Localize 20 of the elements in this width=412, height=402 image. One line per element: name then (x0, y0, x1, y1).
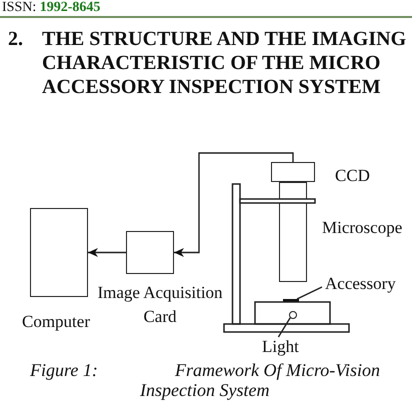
section-number: 2. (8, 27, 23, 51)
leader-line (296, 286, 322, 300)
issn-header-text: ISSN: 1992-8645 (2, 0, 100, 16)
accessory-part (283, 299, 299, 302)
connector-arrow (88, 248, 126, 257)
figure-caption: Framework Of Micro-Vision Inspection System (140, 360, 381, 400)
connector-arrow (174, 152, 294, 257)
component-label: Image Acquisition Card (96, 282, 224, 328)
computer-box (30, 208, 88, 297)
figure-number: Figure 1: (30, 360, 98, 380)
ccd-camera-box (271, 162, 315, 182)
component-label: CCD (335, 166, 370, 186)
leader-line (278, 317, 291, 338)
component-label: Computer (22, 312, 90, 332)
part-label: Light (262, 337, 299, 357)
component-label: Microscope (322, 218, 402, 238)
part-label: Accessory (325, 274, 396, 294)
microscope-tube (279, 182, 307, 282)
acquisition-card-box (126, 231, 174, 274)
section-heading: THE STRUCTURE AND THE IMAGING CHARACTERISTIC OF THE MICRO ACCESSORY INSPECTION SYSTEM (42, 27, 408, 99)
